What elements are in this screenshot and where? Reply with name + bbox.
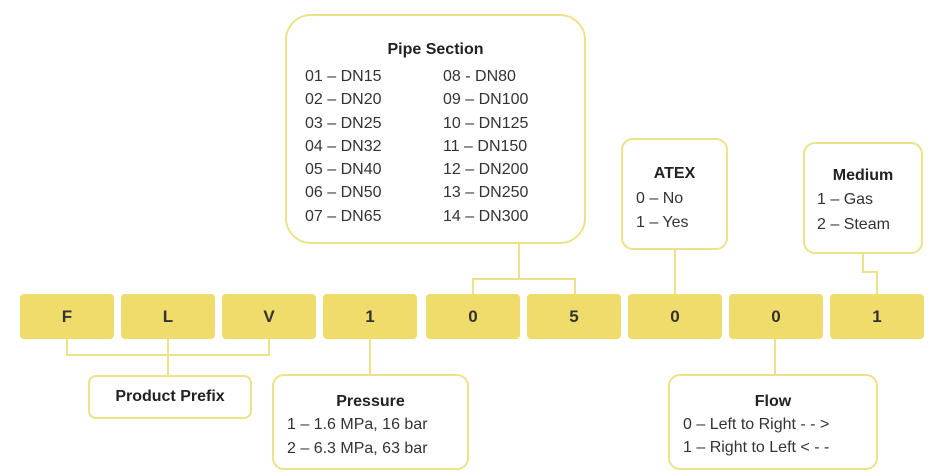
pressure-option: 2 – 6.3 MPa, 63 bar <box>287 440 428 457</box>
medium-option: 2 – Steam <box>817 216 890 233</box>
pipe-section-box: Pipe Section 01 – DN15 02 – DN20 03 – DN… <box>285 14 586 244</box>
pipe-section-title: Pipe Section <box>387 41 484 58</box>
code-cell-6: 5 <box>527 294 621 339</box>
product-prefix-title: Product Prefix <box>115 388 225 405</box>
pipe-section-connector <box>472 244 576 294</box>
pipe-option: 04 – DN32 <box>305 137 382 155</box>
pipe-option: 13 – DN250 <box>443 184 529 202</box>
flow-box: Flow 0 – Left to Right - - > 1 – Right t… <box>668 374 878 470</box>
code-cell-7: 0 <box>628 294 722 339</box>
pipe-option: 06 – DN50 <box>305 184 382 202</box>
code-cell-1: F <box>20 294 114 339</box>
flow-option: 0 – Left to Right - - > <box>683 416 830 433</box>
code-cell-3: V <box>222 294 316 339</box>
flow-option: 1 – Right to Left < - - <box>683 439 830 456</box>
pipe-option: 03 – DN25 <box>305 114 382 132</box>
code-cell-2: L <box>121 294 215 339</box>
code-cell-5: 0 <box>426 294 520 339</box>
atex-title: ATEX <box>653 165 696 182</box>
medium-option: 1 – Gas <box>817 191 874 208</box>
flow-title: Flow <box>754 393 792 410</box>
medium-title: Medium <box>832 167 894 184</box>
atex-box: ATEX 0 – No 1 – Yes <box>621 138 728 250</box>
pressure-option: 1 – 1.6 MPa, 16 bar <box>287 416 428 433</box>
pipe-option: 10 – DN125 <box>443 114 529 132</box>
medium-box: Medium 1 – Gas 2 – Steam <box>803 142 923 254</box>
pipe-option: 14 – DN300 <box>443 207 529 225</box>
pipe-option: 02 – DN20 <box>305 91 382 109</box>
pipe-option: 01 – DN15 <box>305 68 382 85</box>
pipe-option: 05 – DN40 <box>305 161 382 179</box>
product-prefix-connector <box>66 339 270 375</box>
pipe-option: 09 – DN100 <box>443 91 529 109</box>
pressure-options: 1 – 1.6 MPa, 16 bar 2 – 6.3 MPa, 63 bar <box>287 413 428 461</box>
code-cell-9: 1 <box>830 294 924 339</box>
product-prefix-box: Product Prefix <box>88 375 252 419</box>
pressure-box: Pressure 1 – 1.6 MPa, 16 bar 2 – 6.3 MPa… <box>272 374 469 470</box>
pipe-section-right-column: 08 - DN80 09 – DN100 10 – DN125 11 – DN1… <box>443 65 528 228</box>
pipe-option: 07 – DN65 <box>305 207 382 225</box>
medium-connector <box>862 254 878 294</box>
atex-options: 0 – No 1 – Yes <box>636 187 689 235</box>
pipe-option: 11 – DN150 <box>443 137 528 155</box>
pipe-section-left-column: 01 – DN15 02 – DN20 03 – DN25 04 – DN32 … <box>305 65 382 228</box>
code-cell-4: 1 <box>323 294 417 339</box>
atex-option: 1 – Yes <box>636 214 689 231</box>
pressure-title: Pressure <box>336 393 405 410</box>
pipe-option: 08 - DN80 <box>443 68 516 85</box>
code-cell-8: 0 <box>729 294 823 339</box>
medium-options: 1 – Gas 2 – Steam <box>817 187 890 237</box>
flow-options: 0 – Left to Right - - > 1 – Right to Lef… <box>683 413 829 459</box>
atex-option: 0 – No <box>636 190 684 207</box>
pipe-option: 12 – DN200 <box>443 161 529 179</box>
